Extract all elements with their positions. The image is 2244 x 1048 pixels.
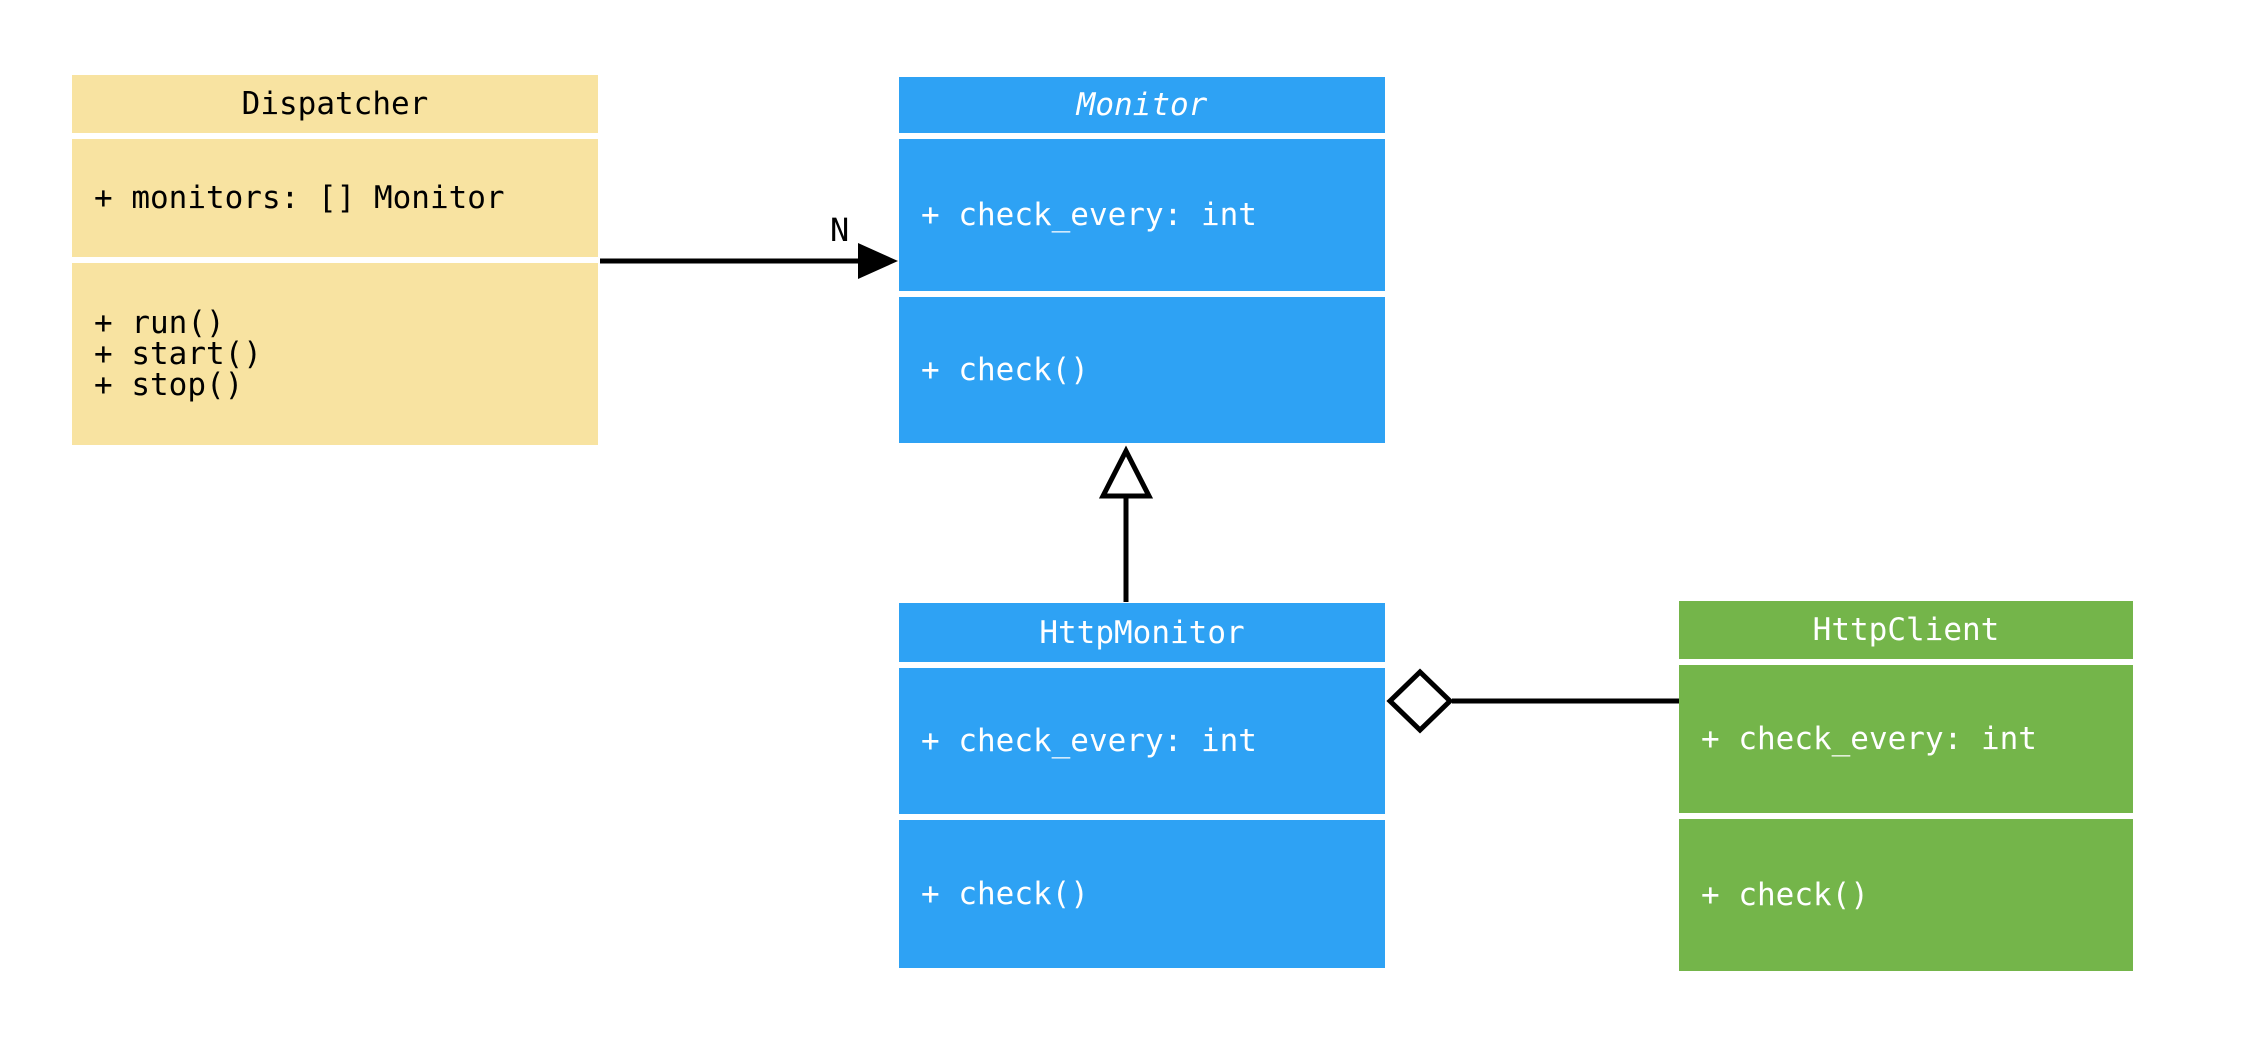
class-httpmonitor-title: HttpMonitor	[899, 603, 1385, 662]
class-dispatcher-box: Dispatcher + monitors: [] Monitor + run(…	[72, 75, 598, 445]
class-dispatcher-title: Dispatcher	[72, 75, 598, 133]
class-dispatcher-attributes-section: + monitors: [] Monitor	[72, 139, 598, 257]
association-arrow-dispatcher-to-monitor	[600, 243, 898, 279]
method-row: + check()	[1701, 876, 1869, 913]
class-monitor-methods-section: + check()	[899, 297, 1385, 443]
class-monitor-box: Monitor + check_every: int + check()	[899, 77, 1385, 443]
method-row: + stop()	[94, 366, 244, 403]
method-row: + run()	[94, 304, 225, 341]
hollow-diamond-icon	[1386, 668, 1454, 734]
class-httpclient-methods-section: + check()	[1679, 819, 2133, 971]
class-monitor-title: Monitor	[899, 77, 1385, 133]
class-httpmonitor-attributes-section: + check_every: int	[899, 668, 1385, 814]
class-httpclient-title: HttpClient	[1679, 601, 2133, 659]
arrowhead-icon	[858, 243, 898, 279]
attribute-row: + monitors: [] Monitor	[94, 179, 505, 216]
hollow-triangle-icon	[1098, 445, 1154, 499]
class-monitor-attributes-section: + check_every: int	[899, 139, 1385, 291]
attribute-row: + check_every: int	[921, 196, 1257, 233]
class-dispatcher-methods-section: + run() + start() + stop()	[72, 263, 598, 445]
inheritance-connector-httpmonitor-to-monitor	[1098, 445, 1154, 602]
multiplicity-label: N	[830, 211, 850, 249]
attribute-row: + check_every: int	[921, 722, 1257, 759]
class-httpmonitor-box: HttpMonitor + check_every: int + check()	[899, 603, 1385, 968]
method-row: + check()	[921, 351, 1089, 388]
class-httpclient-box: HttpClient + check_every: int + check()	[1679, 601, 2133, 971]
method-row: + start()	[94, 335, 262, 372]
aggregation-connector-httpmonitor-to-httpclient	[1386, 668, 1679, 734]
class-httpmonitor-methods-section: + check()	[899, 820, 1385, 968]
attribute-row: + check_every: int	[1701, 720, 2037, 757]
class-httpclient-attributes-section: + check_every: int	[1679, 665, 2133, 813]
method-row: + check()	[921, 875, 1089, 912]
